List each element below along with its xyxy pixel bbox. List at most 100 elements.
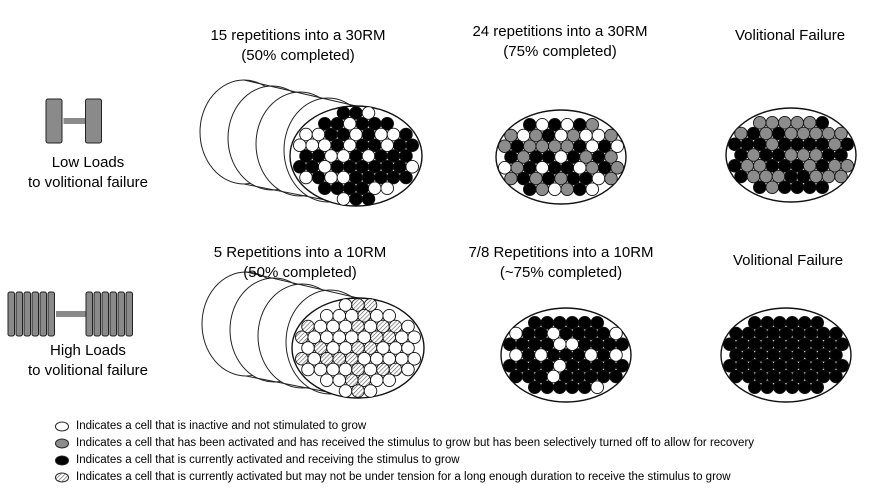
weight-plate (109, 291, 117, 337)
weight-plate (85, 98, 102, 144)
muscle-cell-partial (363, 298, 378, 312)
muscle-cell-active (790, 180, 805, 194)
muscle-cell-active (399, 170, 413, 185)
fiber-cross-section-low-75 (495, 109, 627, 205)
muscle-cell-active (540, 380, 555, 395)
muscle-cell-recovering (840, 158, 855, 173)
muscle-cell-active (615, 337, 630, 352)
legend-item-recovering: Indicates a cell that has been activated… (54, 436, 754, 451)
muscle-cell-inactive (401, 319, 415, 334)
light-dumbbell-icon (45, 98, 102, 144)
muscle-cell-active (829, 326, 843, 341)
weight-plate (117, 291, 125, 337)
weight-plate (23, 291, 31, 337)
muscle-cell-inactive (299, 170, 313, 185)
muscle-cell-recovering (560, 182, 575, 196)
muscle-cell-active (590, 316, 605, 330)
muscle-cell-active (578, 380, 592, 395)
muscle-cell-inactive (401, 362, 415, 377)
dumbbell-bar (56, 311, 86, 317)
muscle-cell-recovering (604, 128, 618, 143)
cylinder-edge (245, 271, 359, 299)
muscle-cell-active (553, 380, 567, 395)
legend-item-partial: Indicates a cell that is currently activ… (54, 470, 731, 485)
muscle-cell-inactive (338, 384, 353, 398)
muscle-cell-active (734, 169, 748, 184)
muscle-cell-inactive (382, 373, 397, 388)
muscle-cell-inactive (590, 380, 605, 395)
muscle-cell-active (509, 369, 523, 384)
muscle-cell-active (528, 380, 542, 395)
fiber-cross-section-low-failure (725, 107, 857, 203)
weight-plate (45, 98, 63, 144)
inactive-cell-swatch (55, 421, 69, 432)
muscle-cell-inactive (301, 362, 315, 377)
muscle-cell-active (405, 138, 420, 152)
muscle-cell-active (815, 180, 830, 194)
muscle-cell-inactive (407, 330, 422, 345)
active-cell-swatch (55, 455, 69, 466)
legend-item-inactive: Indicates a cell that is inactive and no… (54, 419, 366, 434)
recovering-cell-swatch (55, 438, 69, 449)
muscle-cell-active (565, 380, 580, 395)
muscle-cell-active (785, 380, 800, 395)
dumbbell-bar (63, 118, 86, 124)
muscle-cell-recovering (834, 169, 848, 184)
fiber-cylinder-high-50 (201, 271, 425, 399)
muscle-cell-active (810, 380, 825, 395)
muscle-cell-inactive (609, 326, 623, 341)
weight-plate (93, 291, 101, 337)
muscle-cell-active (523, 182, 537, 196)
muscle-cell-recovering (535, 182, 550, 196)
muscle-cell-recovering (834, 126, 848, 141)
muscle-cell-inactive (401, 341, 415, 355)
muscle-cell-recovering (765, 180, 780, 194)
muscle-cell-active (399, 149, 413, 163)
muscle-cell-inactive (320, 373, 334, 388)
title-high-5-reps: 5 Repetitions into a 10RM(50% completed) (213, 244, 387, 281)
muscle-cell-inactive (361, 106, 376, 120)
muscle-cell-inactive (609, 348, 623, 362)
weight-plate (101, 291, 109, 337)
muscle-cell-active (753, 180, 767, 194)
title-low-15-reps: 15 repetitions into a 30RM(50% completed… (210, 27, 386, 64)
muscle-cell-active (798, 380, 812, 395)
muscle-cell-recovering (585, 117, 600, 132)
muscle-cell-inactive (548, 182, 562, 196)
muscle-cell-inactive (380, 181, 395, 195)
muscle-cell-active (778, 180, 792, 194)
weight-plate (125, 291, 133, 337)
muscle-cell-active (840, 137, 855, 151)
fiber-cross-section-high-75 (500, 307, 632, 403)
muscle-cell-inactive (382, 309, 397, 323)
muscle-cell-active (361, 192, 376, 206)
muscle-cell-active (573, 182, 587, 196)
muscle-cell-inactive (363, 384, 378, 398)
legend-item-active: Indicates a cell that is currently activ… (54, 453, 460, 468)
cylinder-edge (243, 79, 357, 107)
muscle-cell-inactive (407, 352, 422, 366)
muscle-cell-active (773, 380, 787, 395)
muscle-cell-active (829, 348, 843, 362)
title-high-volitional-failure: Volitional Failure (732, 252, 844, 269)
muscle-cell-inactive (610, 139, 625, 153)
muscle-cell-recovering (504, 171, 518, 186)
weight-plate (7, 291, 15, 337)
muscle-cell-active (380, 116, 395, 131)
muscle-cell-active (829, 369, 843, 384)
muscle-cell-recovering (604, 171, 618, 186)
title-low-volitional-failure: Volitional Failure (734, 27, 846, 44)
muscle-cell-active (760, 380, 775, 395)
muscle-cell-active (835, 359, 850, 373)
muscle-cell-recovering (604, 150, 618, 164)
fiber-cross-section-high-failure (720, 307, 852, 403)
muscle-cell-inactive (336, 192, 351, 206)
weight-plate (85, 291, 93, 337)
muscle-cell-active (748, 380, 762, 395)
muscle-cell-active (803, 180, 817, 194)
fiber-cylinder-low-50 (199, 79, 423, 207)
muscle-cell-inactive (585, 182, 600, 196)
title-low-24-reps: 24 repetitions into a 30RM(75% completed… (472, 23, 648, 60)
